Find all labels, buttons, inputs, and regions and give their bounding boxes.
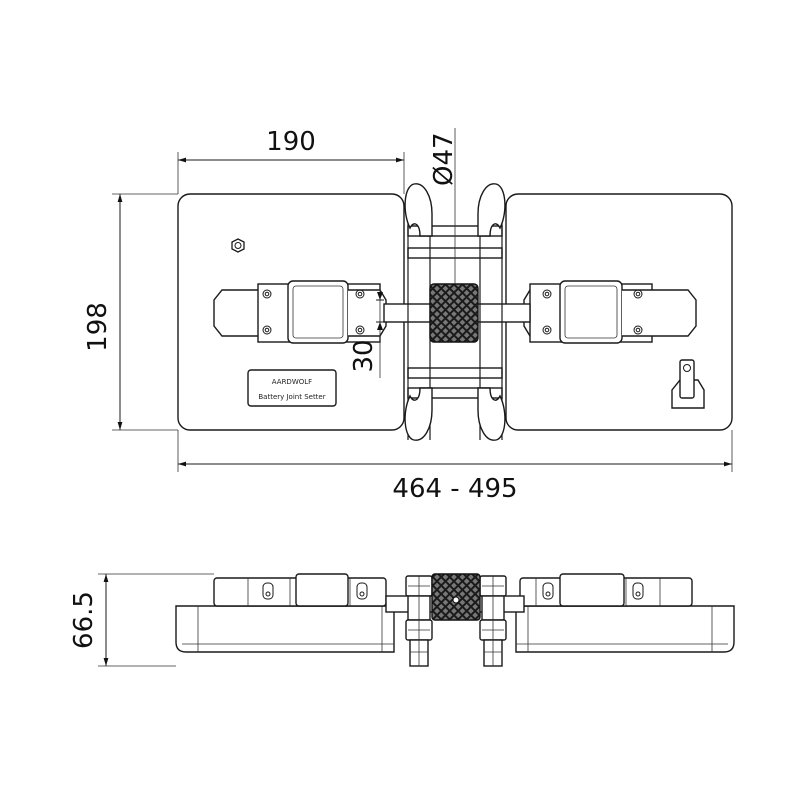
dimension-66-5-label: 66.5 xyxy=(69,591,99,649)
knurled-knob xyxy=(429,283,479,343)
product-label: Battery Joint Setter xyxy=(258,393,325,401)
dimension-66-5: 66.5 xyxy=(69,573,214,667)
brand-label: AARDWOLF xyxy=(272,378,312,386)
dimension-diameter-label: Ø47 xyxy=(429,132,459,186)
side-right-connector xyxy=(479,575,507,667)
dimension-30: 30 xyxy=(349,290,384,378)
clip-hooks xyxy=(404,183,506,441)
side-right-base xyxy=(515,573,735,653)
side-left-connector xyxy=(405,575,433,667)
side-view: 66.5 xyxy=(69,573,735,667)
side-left-base xyxy=(175,573,395,653)
dimension-overall-label: 464 - 495 xyxy=(392,474,517,504)
side-knurled-knob xyxy=(431,573,481,621)
dimension-overall: 464 - 495 xyxy=(177,430,733,504)
hex-screw xyxy=(231,238,245,253)
dimension-198-label: 198 xyxy=(83,302,113,352)
dimension-diameter: Ø47 xyxy=(429,128,459,284)
top-view: AARDWOLF Battery Joint Setter xyxy=(83,127,733,504)
dimension-30-label: 30 xyxy=(349,339,379,372)
toggle-switch xyxy=(671,359,705,409)
dimension-198: 198 xyxy=(83,193,178,431)
label-plate: AARDWOLF Battery Joint Setter xyxy=(247,369,337,407)
left-clamp xyxy=(213,280,387,344)
right-clamp xyxy=(523,280,697,344)
dimension-190-label: 190 xyxy=(266,127,316,157)
dimension-190: 190 xyxy=(177,127,405,194)
